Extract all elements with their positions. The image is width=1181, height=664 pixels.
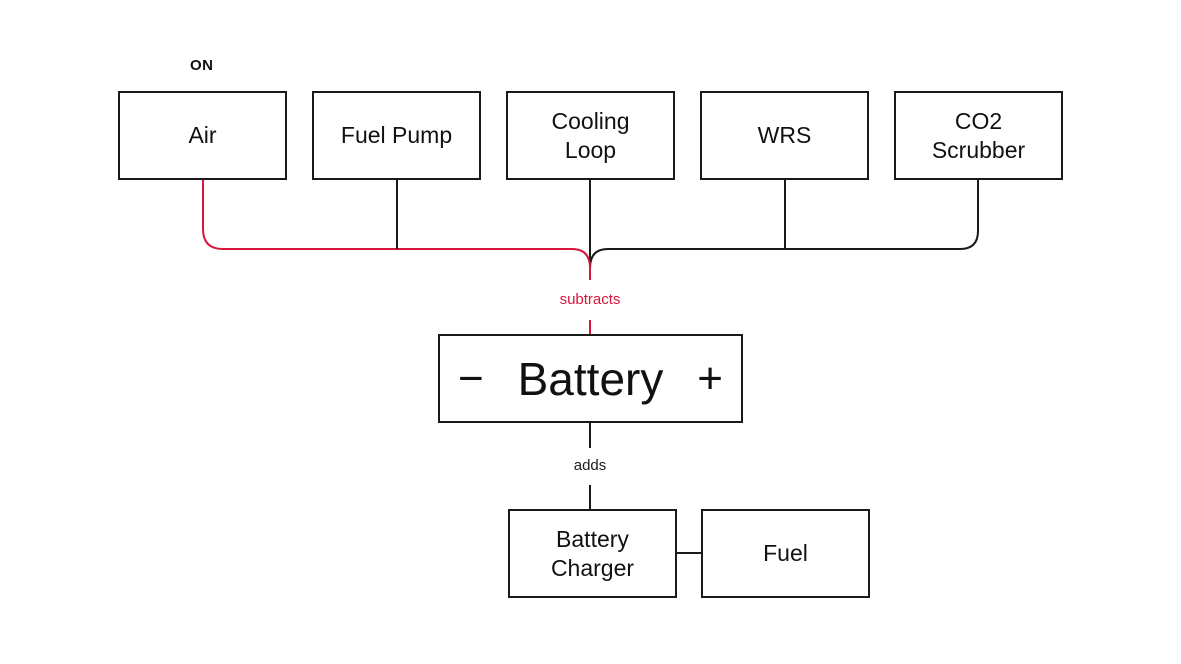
wrs-node-label: WRS [757,122,812,148]
cooling-loop-node-label: Cooling Loop [551,107,630,163]
fuel-pump-node-label: Fuel Pump [340,122,453,148]
battery-plus-sign: + [697,353,723,403]
fuel-node-label: Fuel [763,540,808,566]
bus-line-right [589,180,979,269]
fuel-pump-node[interactable]: Fuel Pump [312,91,481,180]
air-node-label: Air [188,122,217,148]
battery-node-label: Battery [517,352,664,405]
adds-label: adds [571,457,609,475]
co2-scrubber-node[interactable]: CO2 Scrubber [894,91,1063,180]
wrs-node[interactable]: WRS [700,91,869,180]
battery-charger-node-label: Battery Charger [550,525,635,581]
subtracts-label: subtracts [557,291,623,309]
battery-charger-node[interactable]: Battery Charger [508,509,677,598]
air-node[interactable]: Air [118,91,287,180]
co2-scrubber-node-label: CO2 Scrubber [931,107,1026,163]
fuel-node[interactable]: Fuel [701,509,870,598]
on-status-label: ON [190,57,214,74]
battery-node[interactable]: − Battery + [438,334,743,423]
cooling-loop-node[interactable]: Cooling Loop [506,91,675,180]
battery-minus-sign: − [458,353,484,403]
